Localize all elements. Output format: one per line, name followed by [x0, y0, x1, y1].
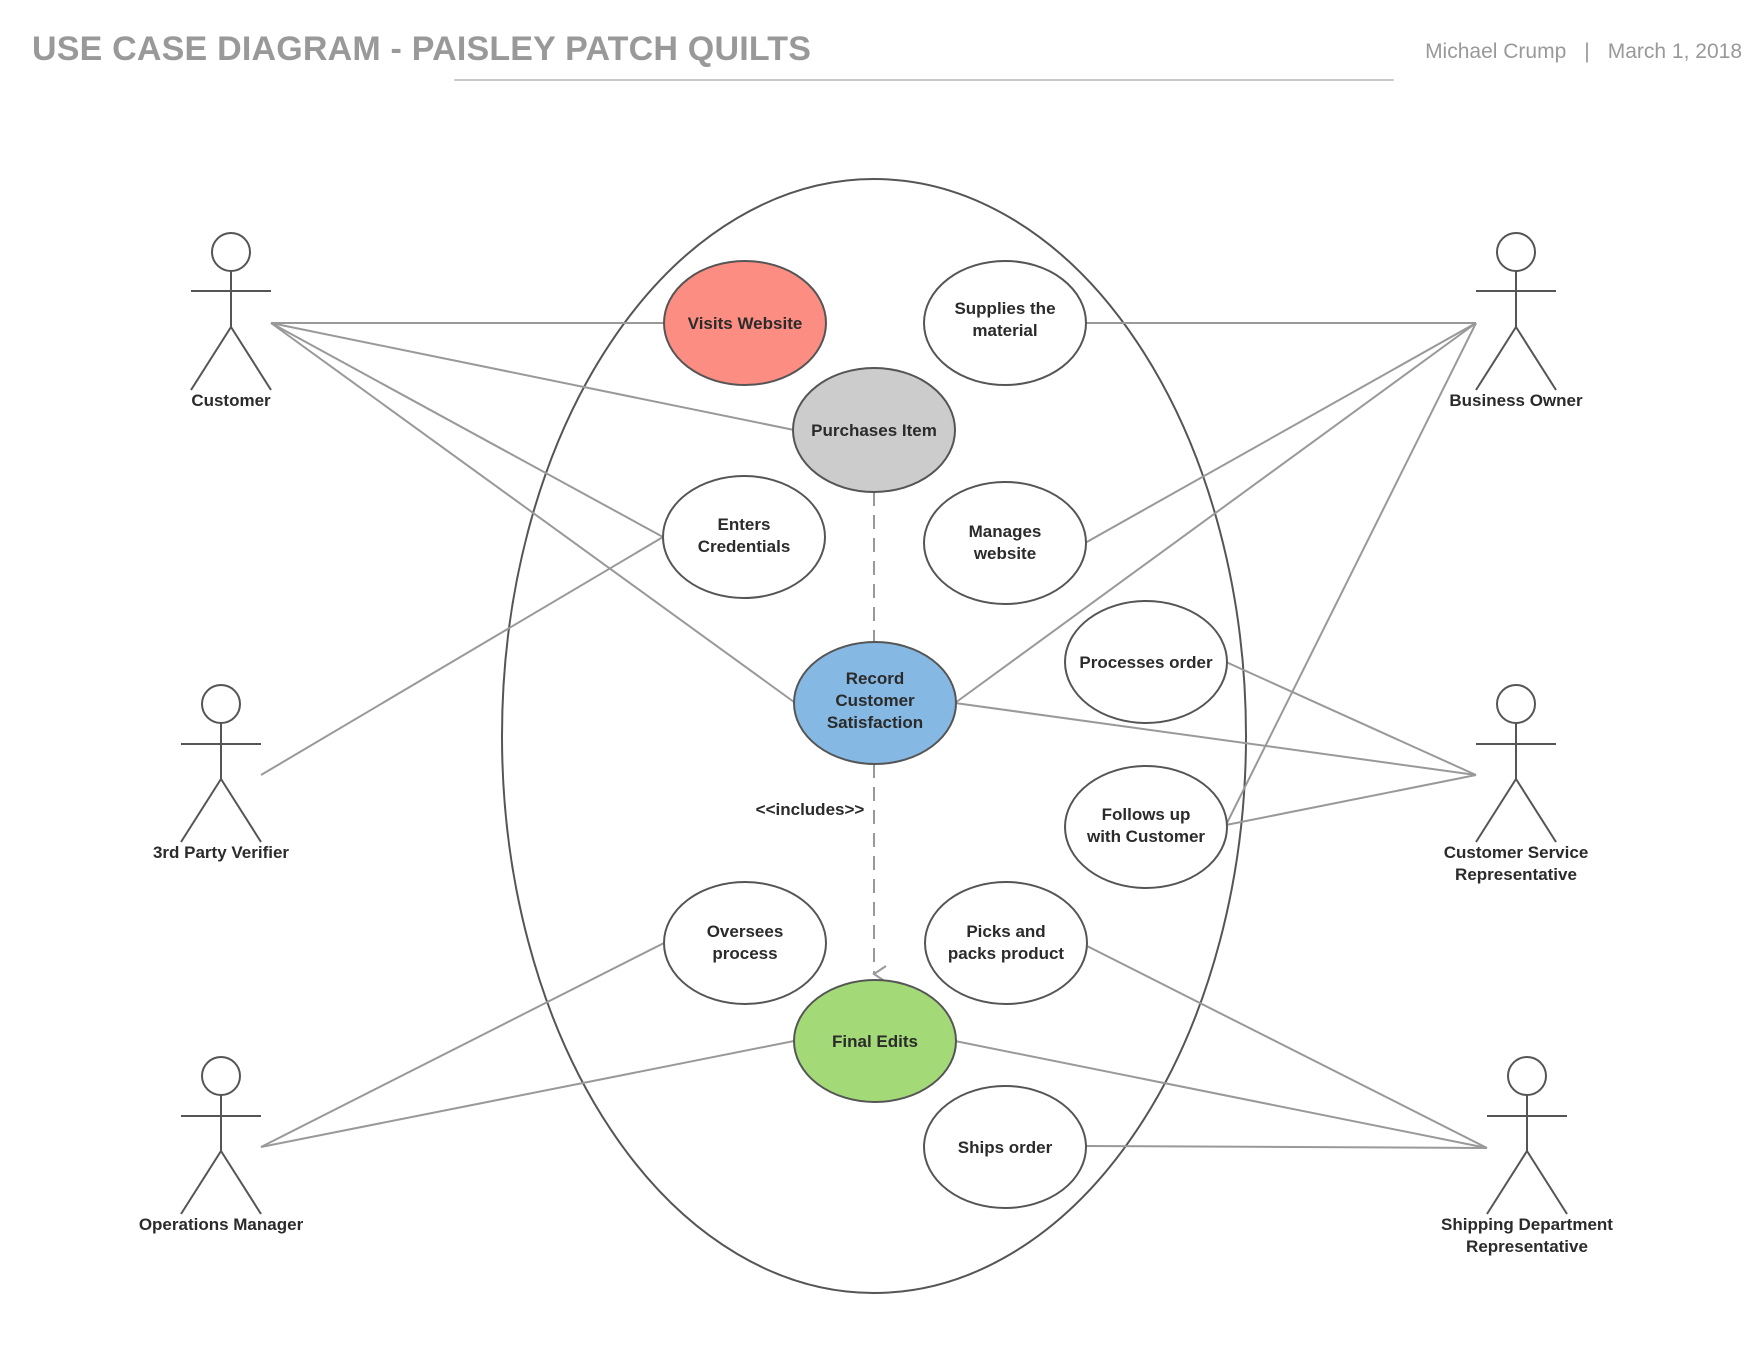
use-case-enters-credentials — [662, 475, 826, 599]
page-title: USE CASE DIAGRAM - PAISLEY PATCH QUILTS — [32, 30, 812, 68]
associations — [260, 322, 1488, 1149]
assoc-csr-follows-up — [1225, 774, 1477, 826]
use-case-manages-website — [923, 481, 1087, 605]
assoc-shipping-ships-order — [1084, 1145, 1488, 1149]
assoc-owner-record-satisfaction — [954, 322, 1477, 704]
label-processes-order: Processes order — [1079, 653, 1213, 672]
use-case-visits-website — [663, 260, 827, 386]
use-case-oversees-process — [663, 881, 827, 1005]
include-label: <<includes>> — [756, 800, 865, 819]
diagram-date: March 1, 2018 — [1607, 40, 1742, 63]
assoc-ops-oversees-process — [260, 942, 665, 1148]
assoc-customer-record-satisfaction — [270, 322, 795, 703]
actor-verifier-icon — [180, 684, 262, 843]
actor-customer-icon — [190, 232, 272, 391]
actor-customer-label: Customer — [191, 391, 271, 410]
assoc-customer-enters-credentials — [270, 322, 664, 538]
actor-csr-icon — [1475, 684, 1557, 843]
label-visits-website: Visits Website — [688, 314, 803, 333]
author-name: Michael Crump — [1425, 40, 1567, 63]
actor-business-owner-icon — [1475, 232, 1557, 391]
assoc-verifier-enters-credentials — [260, 536, 664, 776]
use-case-ships-order — [923, 1085, 1087, 1209]
actor-verifier-label: 3rd Party Verifier — [153, 843, 289, 862]
diagram-meta: Michael Crump | March 1, 2018 — [1425, 40, 1742, 64]
use-case-record-satisfaction — [793, 641, 957, 765]
actor-ops-manager-icon — [180, 1056, 262, 1215]
actor-ops-manager-label: Operations Manager — [139, 1215, 304, 1234]
assoc-owner-manages-website — [1084, 322, 1477, 544]
title-underline — [454, 79, 1394, 81]
use-case-processes-order — [1064, 600, 1228, 724]
assoc-shipping-final-edits — [954, 1040, 1488, 1149]
system-boundary — [501, 178, 1247, 1294]
use-case-final-edits — [793, 979, 957, 1103]
assoc-customer-purchases-item — [270, 322, 795, 431]
use-case-picks-packs — [924, 881, 1088, 1005]
assoc-ops-final-edits — [260, 1040, 795, 1148]
use-case-supplies-material — [923, 260, 1087, 386]
label-purchases-item: Purchases Item — [811, 421, 937, 440]
use-case-purchases-item — [792, 367, 956, 493]
actor-business-owner-label: Business Owner — [1449, 391, 1583, 410]
use-case-follows-up — [1064, 765, 1228, 889]
meta-separator: | — [1584, 40, 1590, 63]
assoc-csr-processes-order — [1225, 661, 1477, 776]
assoc-csr-record-satisfaction — [954, 702, 1477, 776]
assoc-owner-follows-up — [1225, 322, 1477, 826]
label-final-edits: Final Edits — [832, 1032, 918, 1051]
label-ships-order: Ships order — [958, 1138, 1053, 1157]
actor-shipping-icon — [1486, 1056, 1568, 1215]
assoc-shipping-picks-packs — [1084, 944, 1488, 1149]
